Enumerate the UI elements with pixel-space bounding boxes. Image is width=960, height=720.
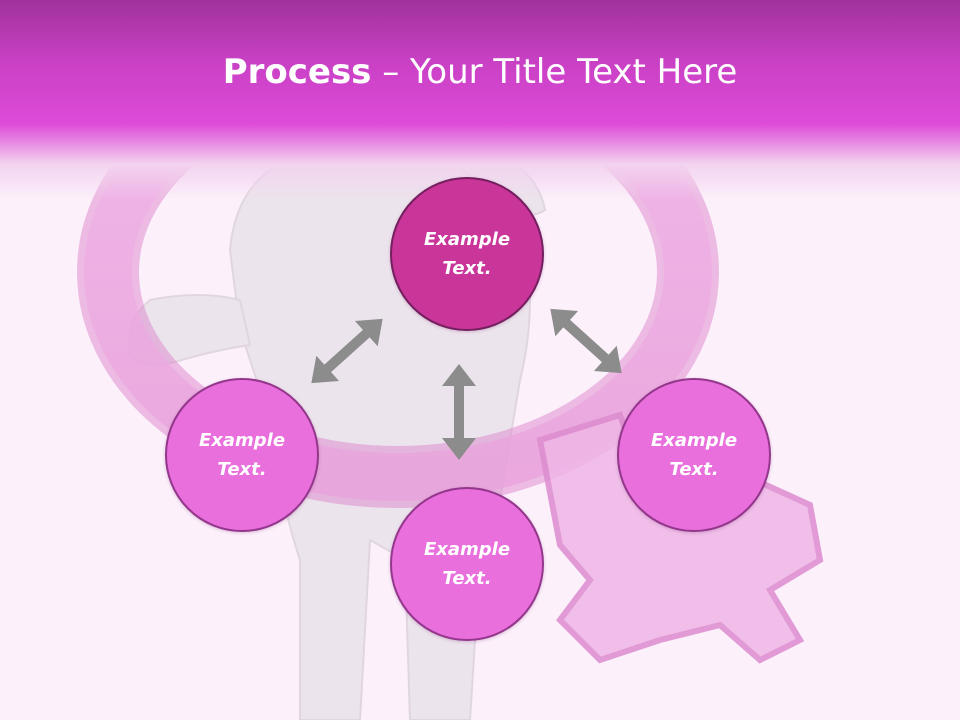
node-left[interactable]: Example Text. [165, 378, 319, 532]
node-top-label: Example Text. [423, 229, 511, 279]
node-bottom[interactable]: Example Text. [390, 487, 544, 641]
title-bold: Process [222, 52, 372, 92]
arrow-top-right [550, 308, 622, 374]
arrow-top-bottom [442, 364, 476, 460]
node-top[interactable]: Example Text. [390, 177, 544, 331]
node-right-label: Example Text. [650, 430, 738, 480]
node-left-label: Example Text. [198, 430, 286, 480]
slide-title: Process – Your Title Text Here [0, 52, 960, 92]
title-bar [0, 0, 960, 200]
node-bottom-label: Example Text. [423, 539, 511, 589]
node-right[interactable]: Example Text. [617, 378, 771, 532]
arrow-top-left [311, 318, 383, 384]
title-rest: – Your Title Text Here [371, 52, 738, 92]
